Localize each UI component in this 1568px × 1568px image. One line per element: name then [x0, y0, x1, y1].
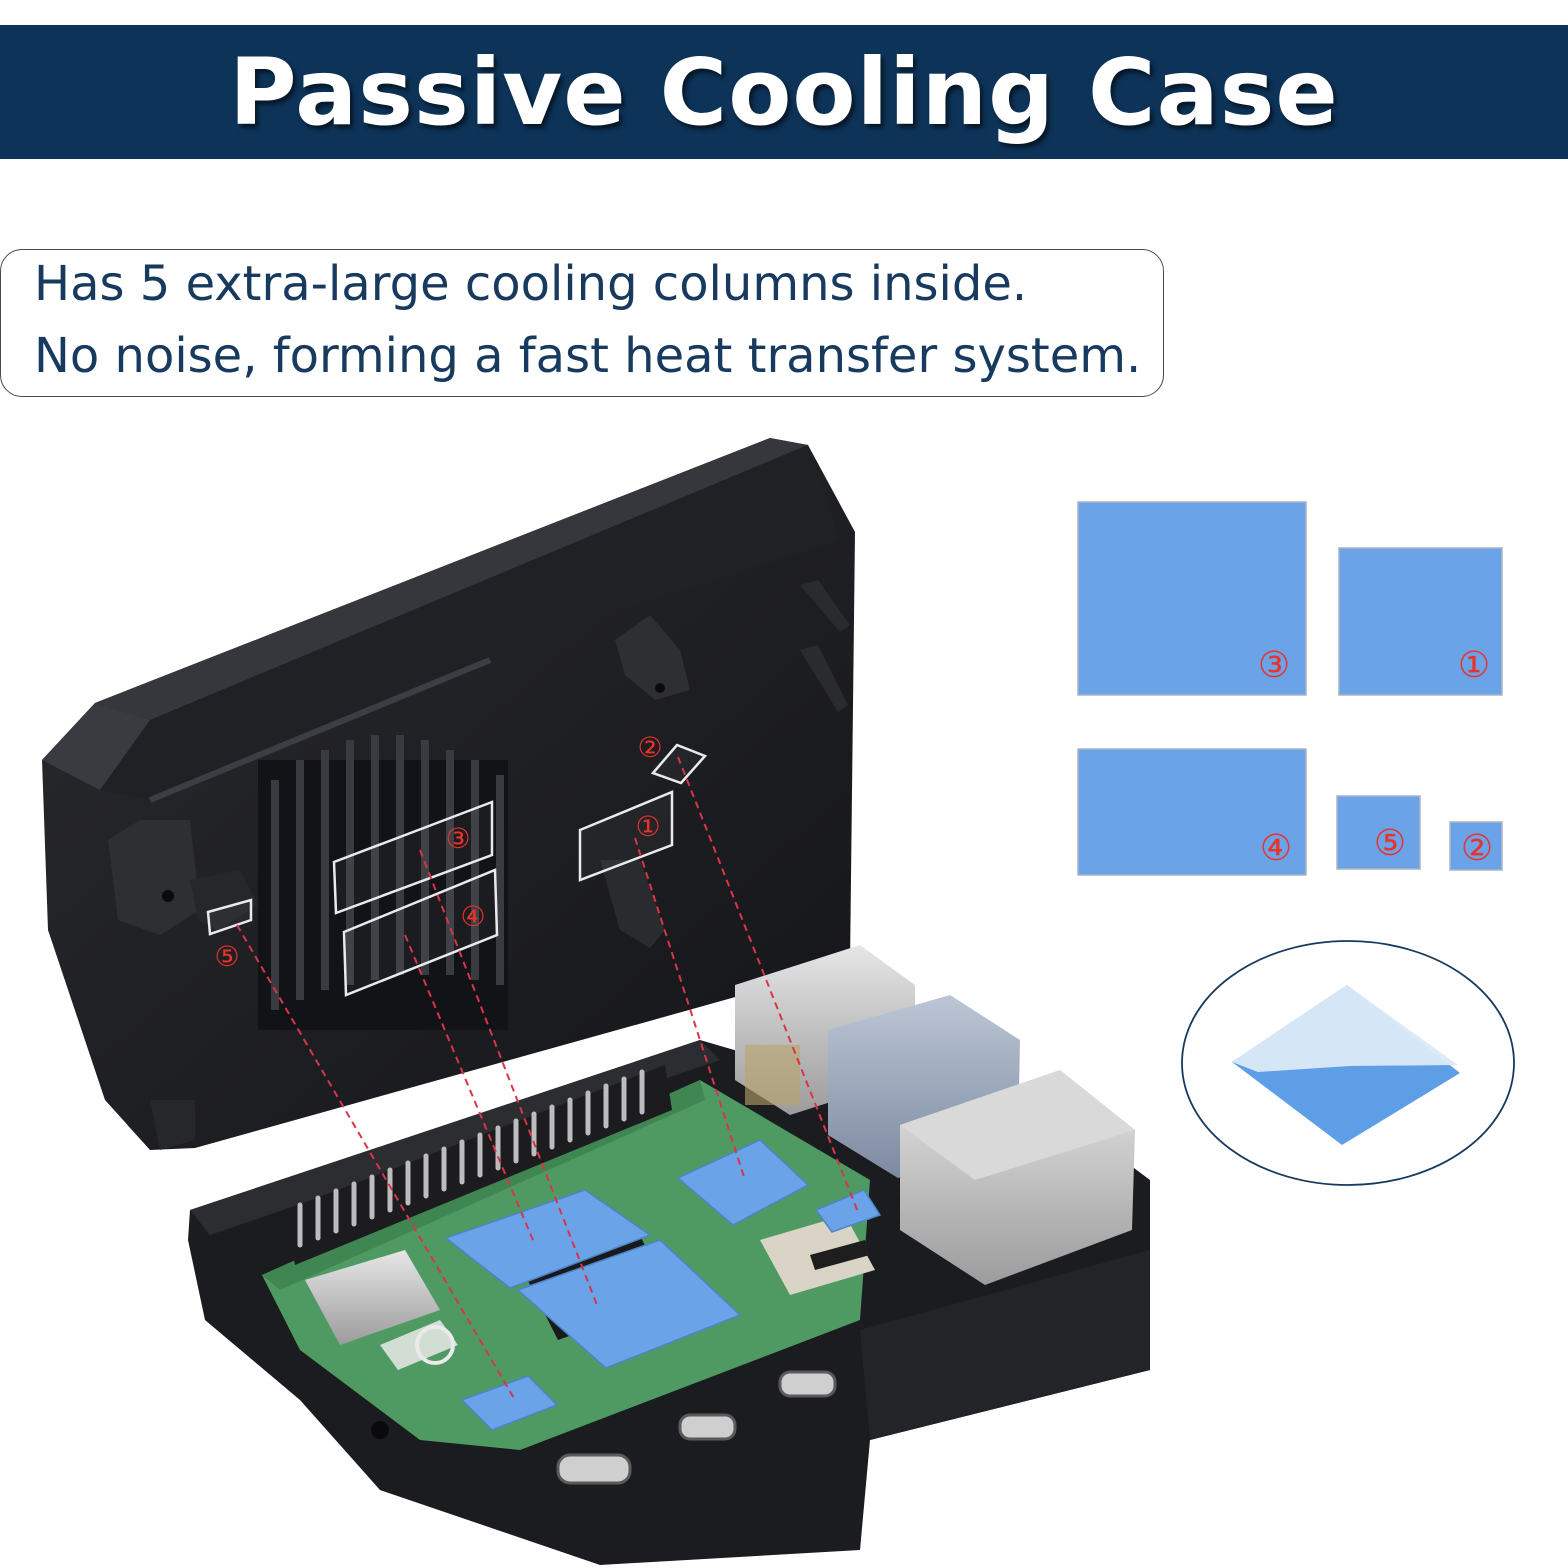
title-banner: Passive Cooling Case	[0, 25, 1568, 159]
usb-ethernet-ports	[735, 945, 1135, 1285]
pad-label-2: ②	[1461, 828, 1493, 869]
thermal-pad-legend	[1077, 501, 1503, 876]
pad-legend-labels: ③ ① ④ ⑤ ②	[1258, 645, 1493, 869]
peel-detail-oval	[1181, 940, 1515, 1186]
pad-label-3: ③	[1258, 645, 1290, 686]
callout-line-noise: No noise, forming a fast heat transfer s…	[34, 328, 1142, 384]
lid-marker-3: ③	[445, 822, 470, 855]
peel-film	[1232, 985, 1458, 1072]
gpio-header	[285, 1065, 672, 1265]
callout-line-columns: Has 5 extra-large cooling columns inside…	[34, 256, 1028, 312]
pad-3	[1077, 501, 1307, 696]
pad-5	[1336, 795, 1421, 870]
pad-4	[1077, 748, 1307, 876]
pad-2	[1449, 821, 1503, 871]
pad-label-1: ①	[1458, 645, 1490, 686]
lid-marker-5: ⑤	[214, 940, 239, 973]
pad-label-4: ④	[1260, 828, 1292, 869]
pad-1	[1338, 547, 1503, 696]
lid-marker-1: ①	[635, 810, 660, 843]
page-title: Passive Cooling Case	[229, 38, 1339, 146]
board-thermal-pads	[444, 1139, 882, 1431]
lid-pad-outlines	[206, 743, 708, 997]
case-lid	[42, 438, 855, 1150]
alignment-guides	[236, 756, 859, 1401]
lid-markers: ③ ④ ① ② ⑤	[214, 731, 662, 973]
lid-marker-2: ②	[637, 731, 662, 764]
description-callout	[0, 249, 1164, 397]
pad-label-5: ⑤	[1374, 823, 1406, 864]
lid-marker-4: ④	[460, 900, 485, 933]
